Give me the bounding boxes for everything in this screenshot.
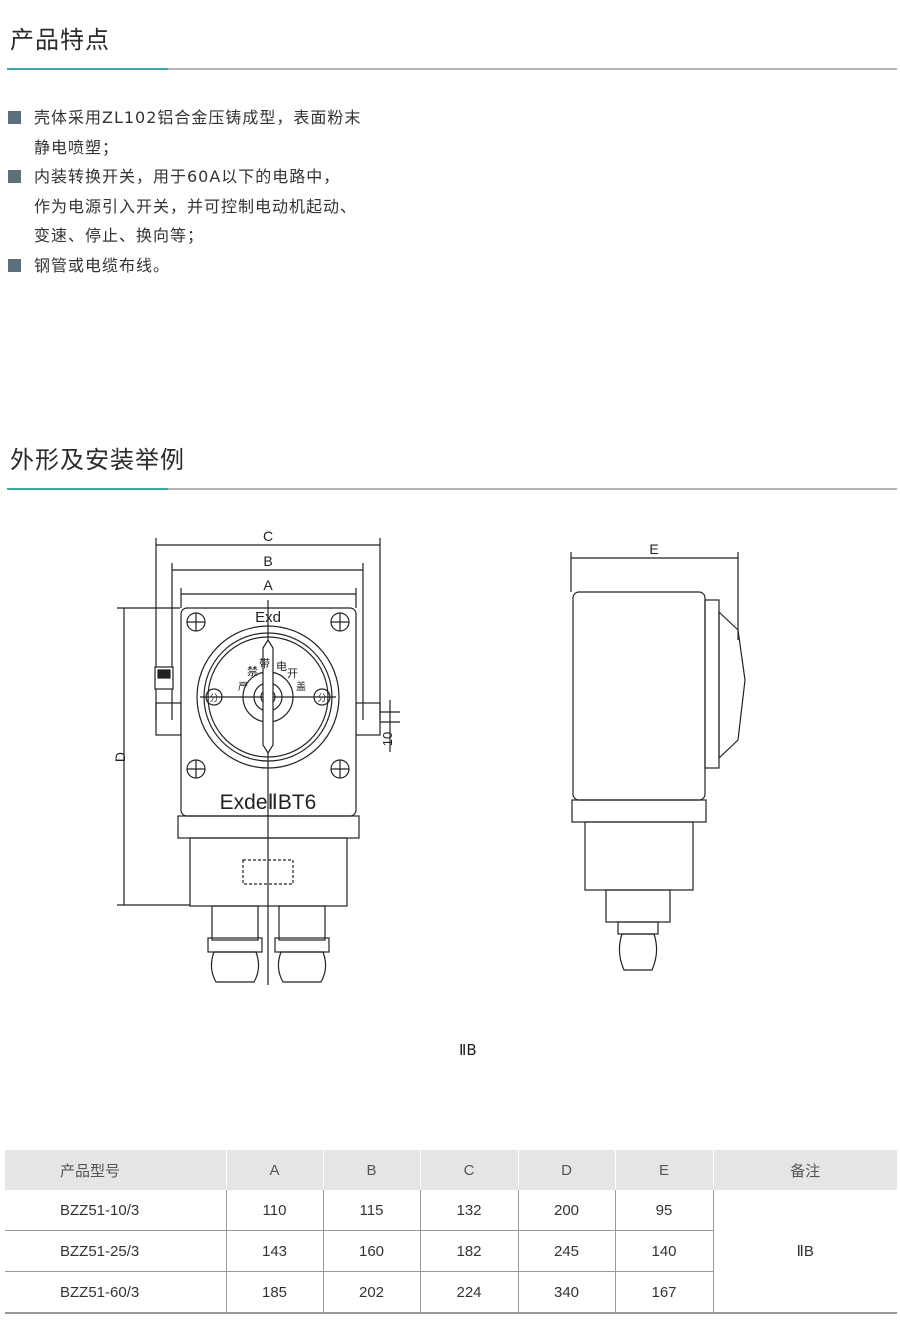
screw-icon [330,612,350,632]
table-header-row: 产品型号 A B C D E 备注 [5,1150,897,1190]
dim-label-c: C [263,528,273,544]
feature-list: 壳体采用ZL102铝合金压铸成型，表面粉末 静电喷塑； 内装转换开关，用于60A… [8,103,361,280]
col-header: A [225,1150,323,1190]
dim-label-b: B [263,553,272,569]
screw-icon [186,612,206,632]
side-view: E [570,541,746,971]
cell: 110 [225,1190,323,1231]
warning-char: 严 [238,681,248,693]
cell: BZZ51-60/3 [5,1271,226,1314]
cell: 340 [517,1271,615,1314]
cell: BZZ51-25/3 [5,1230,226,1272]
feature-line: 变速、停止、换向等； [34,226,205,245]
col-header: 产品型号 [5,1150,226,1190]
warning-char: 禁 [247,665,258,678]
cell: 185 [225,1271,323,1314]
bullet-square-icon [8,258,21,272]
feature-item: 钢管或电缆布线。 [8,251,361,281]
features-title: 产品特点 [10,26,110,54]
cell: 160 [322,1230,420,1272]
table-row: BZZ51-10/3 110 115 132 200 95 ⅡB [5,1190,897,1314]
warning-char: 带 [259,657,270,670]
dim-label-a: A [263,577,273,593]
col-header: D [517,1150,615,1190]
dim-label-10: 10 [380,732,395,746]
col-header: C [419,1150,518,1190]
cell: 115 [322,1190,420,1231]
outline-divider [7,488,897,490]
note-cell: ⅡB [712,1190,897,1314]
bullet-square-icon [8,170,21,183]
warning-char: 电 [276,660,287,673]
table-row: BZZ51-60/3 185 202 224 340 167 [5,1271,897,1314]
feature-line: 内装转换开关，用于60A以下的电路中， [34,167,341,186]
col-header: B [322,1150,420,1190]
cell: 202 [322,1271,420,1314]
cell: 182 [419,1230,518,1272]
feature-line: 钢管或电缆布线。 [34,255,171,275]
table-row: BZZ51-25/3 143 160 182 245 140 [5,1230,897,1272]
cell: BZZ51-10/3 [60,1201,140,1219]
dim-label-d: D [112,752,128,762]
warning-char: 开 [287,668,298,680]
spec-table: 产品型号 A B C D E 备注 BZZ51-10/3 110 115 132… [5,1150,897,1314]
feature-line: 作为电源引入开关，并可控制电动机起动、 [34,196,358,216]
features-divider [7,68,897,70]
outline-title: 外形及安装举例 [10,446,185,474]
cell: 140 [614,1230,713,1272]
screw-icon [330,759,350,779]
cell: 200 [517,1190,615,1231]
warning-char: 盖 [296,680,306,693]
col-header: 备注 [712,1150,897,1190]
fen-label: 分 [209,693,218,703]
cell: 132 [419,1190,518,1231]
feature-line: 壳体采用ZL102铝合金压铸成型，表面粉末 [34,108,362,127]
ex-marking-label: ExdeⅡBT6 [220,791,317,814]
feature-item: 壳体采用ZL102铝合金压铸成型，表面粉末 静电喷塑； [8,103,361,162]
cell: 224 [419,1271,518,1314]
cell: 143 [225,1230,323,1272]
cell: 167 [614,1271,713,1314]
col-header: E [614,1150,713,1190]
screw-icon [186,759,206,779]
outline-drawing: C B A D 10 Exd 分 分 严 禁 带 电 开 盖 [112,528,746,985]
cell: 245 [517,1230,615,1272]
fen-label: 分 [317,693,326,703]
feature-line: 静电喷塑； [34,137,120,157]
bullet-square-icon [8,111,21,124]
cell: 95 [614,1190,713,1231]
feature-item: 内装转换开关，用于60A以下的电路中， 作为电源引入开关，并可控制电动机起动、 … [8,162,361,251]
figure-caption: ⅡB [459,1041,477,1059]
dim-label-e: E [649,541,658,557]
front-view: C B A D 10 Exd 分 分 严 禁 带 电 开 盖 [112,528,400,985]
